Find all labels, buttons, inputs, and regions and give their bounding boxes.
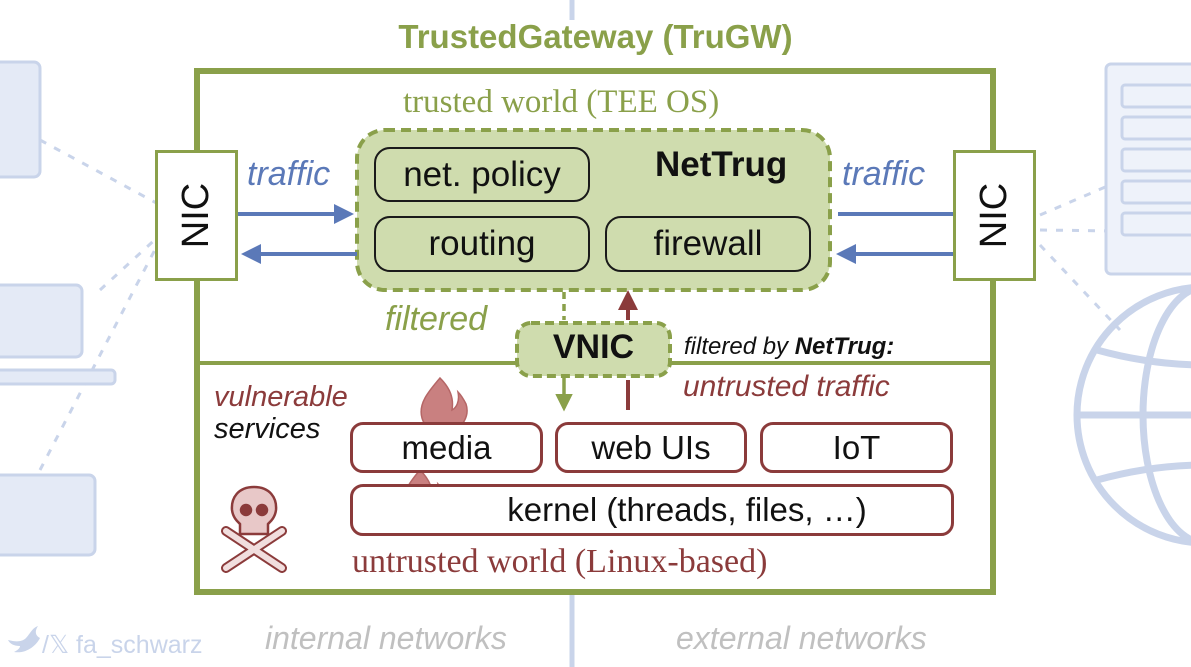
globe-icon [1073,284,1191,546]
trusted-world-label: trusted world (TEE OS) [403,84,720,120]
kernel-box: kernel (threads, files, …) [350,484,954,536]
traffic-arrows [238,204,953,264]
author-watermark: /𝕏 fa_schwarz [42,631,203,659]
kernel-label: kernel (threads, files, …) [507,491,867,528]
skull-crossbones-icon [221,485,287,573]
filtered-by-prefix: filtered by [684,333,795,360]
vnic-box [515,321,672,378]
filtered-by-label: filtered by NetTrug: [684,333,894,361]
filtered-by-nettrug: NetTrug: [794,333,895,360]
nic-left: NIC [155,150,238,281]
nic-right: NIC [953,150,1036,281]
traffic-label-internal: traffic [247,155,331,193]
gateway-title: TrustedGateway (TruGW) [398,18,793,55]
vnic-label: VNIC [552,328,635,366]
routing-box: routing [374,216,590,272]
untrusted-world-label: untrusted world (Linux-based) [352,543,768,580]
service-media: media [350,422,543,473]
internal-networks-label: internal networks [265,620,507,656]
laptop-icon [0,60,117,557]
untrusted-traffic-label: untrusted traffic [683,370,890,403]
service-web-uis: web UIs [555,422,747,473]
service-iot: IoT [760,422,953,473]
nettrug-label: NetTrug [655,145,788,184]
bird-icon [8,626,40,653]
filtered-label: filtered [385,300,488,338]
server-icon [1104,62,1191,276]
flame-icon [420,376,468,435]
traffic-label-external: traffic [842,155,926,193]
services-label: services [214,413,321,445]
net-policy-box: net. policy [374,147,590,202]
network-links [38,138,1191,471]
external-networks-label: external networks [676,620,927,656]
firewall-box: firewall [605,216,811,272]
vulnerable-label: vulnerable [214,381,348,413]
